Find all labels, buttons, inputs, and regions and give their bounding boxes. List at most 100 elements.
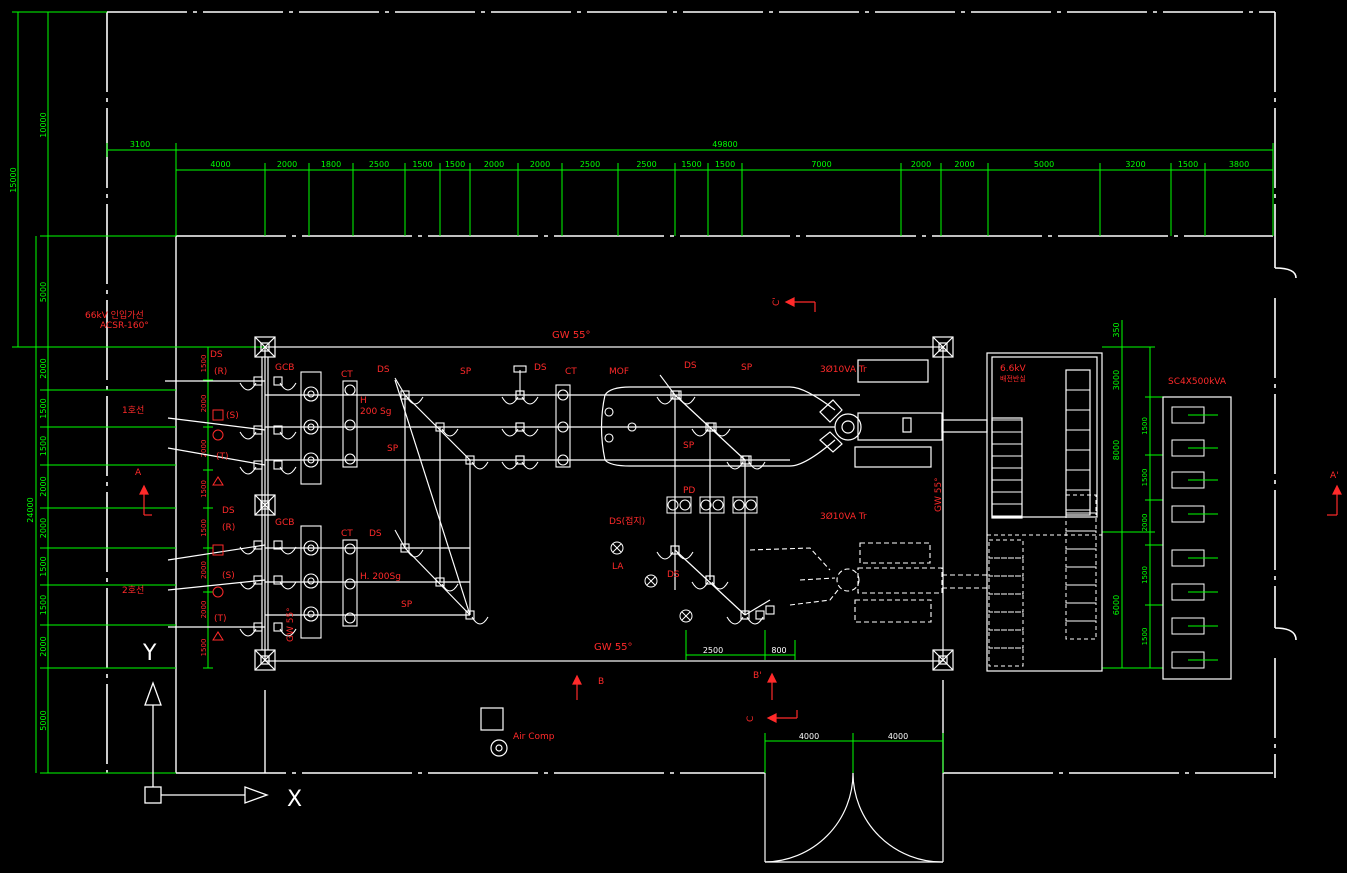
label-panel-voltage: 6.6kV bbox=[1000, 364, 1027, 374]
label-section-b-prime: B' bbox=[753, 671, 762, 681]
disconnect-switch bbox=[742, 455, 766, 470]
label-ds-upper-left: DS bbox=[210, 350, 223, 360]
capacitor-unit bbox=[1171, 471, 1218, 489]
section-markers bbox=[139, 297, 1342, 723]
label-h-bottom: H. 200Sg bbox=[360, 572, 401, 582]
dim-top-value: 2000 bbox=[484, 160, 504, 169]
capacitor-unit bbox=[1171, 617, 1218, 635]
capacitor-unit bbox=[1171, 549, 1218, 567]
dim-top-value: 2500 bbox=[636, 160, 656, 169]
disconnect-switch bbox=[435, 422, 459, 437]
transformer-upper bbox=[819, 359, 988, 468]
dim-top-value: 1500 bbox=[445, 160, 465, 169]
label-ds-upper-2: DS bbox=[534, 363, 547, 373]
switchgear-equipment bbox=[239, 365, 775, 639]
dim-left-value: 2000 bbox=[39, 636, 48, 656]
label-ct-upper-2: CT bbox=[565, 367, 577, 377]
dim-door-right: 4000 bbox=[888, 732, 908, 741]
disconnect-switch bbox=[670, 545, 694, 560]
disconnect-switch bbox=[273, 460, 297, 475]
label-gw-left: GW 55° bbox=[286, 607, 296, 642]
top-dimension-chain: 4000 2000 1800 2500 1500 1500 2000 2000 2500 2500… bbox=[175, 160, 1274, 236]
disconnect-switch bbox=[239, 460, 263, 475]
disconnect-switch bbox=[465, 455, 489, 470]
label-ds-lower-1: DS bbox=[369, 529, 382, 539]
tower bbox=[254, 336, 276, 358]
label-tr-upper: 3Ø10VA Tr bbox=[820, 364, 867, 375]
disconnect-switch bbox=[239, 376, 263, 391]
dim-bottom-800: 800 bbox=[771, 646, 786, 655]
label-section-c-prime: C' bbox=[772, 297, 782, 306]
disconnect-switch bbox=[707, 422, 731, 437]
label-phase-s-lower: (S) bbox=[222, 571, 235, 581]
dim-top-value: 1500 bbox=[715, 160, 735, 169]
dim-right-6000: 6000 bbox=[1112, 595, 1121, 615]
label-line1: 1호선 bbox=[122, 405, 144, 416]
label-capacitor: SC4X500kVA bbox=[1168, 377, 1227, 387]
dim-bottom-2500: 2500 bbox=[703, 646, 723, 655]
label-tr-lower: 3Ø10VA Tr bbox=[820, 511, 867, 522]
disconnect-switch bbox=[515, 455, 539, 470]
ground-symbols bbox=[212, 409, 224, 641]
dim-top-value: 4000 bbox=[210, 160, 230, 169]
tower bbox=[932, 649, 954, 671]
capacitor-bank bbox=[1162, 396, 1232, 680]
dim-right-upper: 3000 bbox=[1112, 370, 1121, 390]
dim-top-value: 2000 bbox=[911, 160, 931, 169]
dim-inner-value: 2000 bbox=[200, 561, 208, 579]
label-axis-y: Y bbox=[142, 641, 157, 666]
label-phase-s-upper: (S) bbox=[226, 411, 239, 421]
dim-cap-value: 1500 bbox=[1141, 417, 1149, 435]
disconnect-switch bbox=[273, 425, 297, 440]
dim-cap-value: 2000 bbox=[1141, 514, 1149, 532]
label-phase-t-lower: (T) bbox=[214, 614, 227, 624]
ct-unit bbox=[555, 384, 571, 468]
dim-cap-value: 1500 bbox=[1141, 469, 1149, 487]
label-sp-upper-4: SP bbox=[683, 441, 695, 451]
station-boundary bbox=[175, 235, 1273, 774]
dim-inner-value: 1500 bbox=[200, 519, 208, 537]
label-gcb-upper: GCB bbox=[275, 363, 294, 373]
label-sg-top: 200 Sg bbox=[360, 407, 391, 417]
disconnect-switch bbox=[239, 575, 263, 590]
total-width-dimension: 3100 49800 bbox=[106, 140, 1274, 236]
dim-cap-value: 1500 bbox=[1141, 566, 1149, 584]
dim-top-value: 5000 bbox=[1034, 160, 1054, 169]
gcb-unit bbox=[300, 525, 322, 639]
dim-top-value: 2000 bbox=[277, 160, 297, 169]
dim-left-outer-mid: 10000 bbox=[39, 112, 48, 137]
dim-left-value: 1500 bbox=[39, 595, 48, 615]
potential-devices bbox=[666, 496, 758, 514]
switchyard-fence bbox=[264, 346, 944, 662]
label-section-a: A bbox=[135, 468, 142, 478]
capacitor-units bbox=[1171, 406, 1218, 669]
dim-cap-value: 1500 bbox=[1141, 628, 1149, 646]
label-gw-bottom: GW 55° bbox=[594, 642, 633, 653]
dim-top-value: 2500 bbox=[580, 160, 600, 169]
label-gw-right: GW 55° bbox=[934, 477, 944, 512]
ct-unit bbox=[342, 539, 358, 627]
mof-bushing bbox=[604, 407, 614, 417]
mof-bushing bbox=[627, 422, 637, 432]
disconnect-switch bbox=[273, 540, 297, 555]
disconnect-switch bbox=[672, 390, 696, 405]
dim-left-value: 2000 bbox=[39, 476, 48, 496]
dim-left-offset: 3100 bbox=[130, 140, 150, 149]
dim-total-width: 49800 bbox=[712, 140, 737, 149]
label-sp-upper-3: SP bbox=[741, 363, 753, 373]
mof-bushing bbox=[604, 433, 614, 443]
steel-towers bbox=[254, 336, 954, 671]
dim-right-top: 350 bbox=[1112, 322, 1121, 337]
dim-top-value: 2500 bbox=[369, 160, 389, 169]
dim-inner-value: 1500 bbox=[200, 355, 208, 373]
dim-top-value: 1800 bbox=[321, 160, 341, 169]
label-pd: PD bbox=[683, 486, 695, 496]
label-phase-t-upper: (T) bbox=[216, 452, 229, 462]
dim-left-5000-top: 5000 bbox=[39, 282, 48, 302]
drawing-labels: 66kV 인입가선 ACSR-160° 1호선 2호선 DS DS (R) (S… bbox=[85, 297, 1339, 812]
dim-inner-value: 2000 bbox=[200, 440, 208, 458]
capacitor-unit bbox=[1171, 505, 1218, 523]
label-ct-lower: CT bbox=[341, 529, 353, 539]
dim-left-value: 1500 bbox=[39, 398, 48, 418]
label-phase-r-upper: (R) bbox=[214, 367, 227, 377]
